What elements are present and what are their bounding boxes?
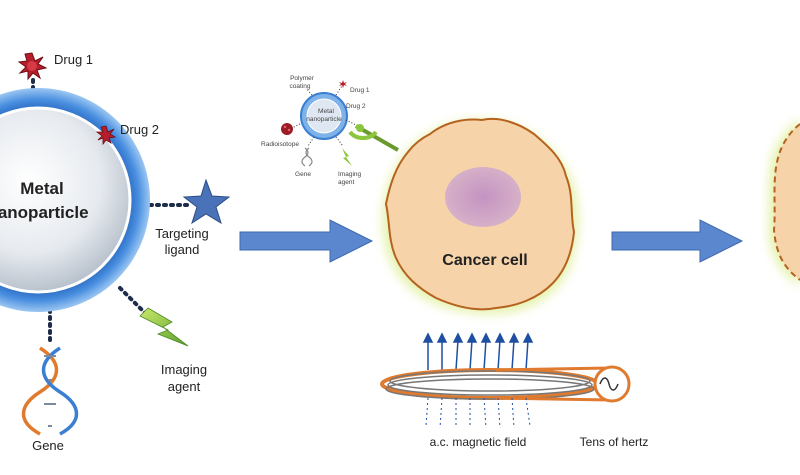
mini-core-label-line1: Metal xyxy=(318,108,334,115)
mini-radioisotope-label: Radioisotope xyxy=(261,141,299,148)
nanoparticle-label-line2: nanoparticle xyxy=(0,203,89,222)
cell-receptor-binding xyxy=(348,124,399,152)
mini-imaging-label-line2: agent xyxy=(338,179,354,186)
targeting-ligand-label-line2: ligand xyxy=(165,242,200,257)
mini-core-label-line2: nanoparticle xyxy=(306,116,342,123)
imaging-agent-label-line2: agent xyxy=(168,379,201,394)
mini-gene-icon xyxy=(301,147,313,167)
mini-polymer-label-line1: Polymer xyxy=(290,75,315,82)
targeting-ligand-icon xyxy=(182,178,231,225)
drug1-icon xyxy=(17,52,48,81)
nanoparticle-core xyxy=(0,106,132,294)
mini-nanoparticle-core xyxy=(306,98,342,134)
drug2-icon xyxy=(95,125,117,146)
drug2-label: Drug 2 xyxy=(120,122,159,137)
mini-imaging-label-line1: Imaging xyxy=(338,171,362,178)
mini-drug1-label: Drug 1 xyxy=(350,87,370,94)
nanoparticle-label-line1: Metal xyxy=(20,179,63,198)
cancer-cell-group: Cancer cell xyxy=(382,118,579,315)
drug1-label: Drug 1 xyxy=(54,52,93,67)
cancer-cell-nucleus xyxy=(445,167,521,227)
mini-drug2-label: Drug 2 xyxy=(346,103,366,110)
mini-drug1-icon xyxy=(339,80,347,88)
damaged-cell-partial xyxy=(768,118,800,286)
mini-imaging-icon xyxy=(342,148,352,166)
imaging-agent-lightning-icon xyxy=(139,307,189,347)
process-arrow-1 xyxy=(239,219,374,263)
nanoparticle-group: Metal nanoparticle Drug 1 Drug 2 Targeti… xyxy=(0,52,231,453)
field-lines-down xyxy=(425,397,531,429)
targeting-ligand-label-line1: Targeting xyxy=(155,226,208,241)
cancer-cell-label: Cancer cell xyxy=(442,252,527,269)
process-arrow-2 xyxy=(611,219,744,263)
damaged-cell-body xyxy=(772,123,800,281)
field-label: a.c. magnetic field xyxy=(430,435,527,449)
frequency-label: Tens of hertz xyxy=(580,435,649,449)
gene-dna-icon xyxy=(21,346,79,436)
ac-source-icon xyxy=(593,365,631,403)
gene-label: Gene xyxy=(32,438,64,453)
field-arrows-up xyxy=(422,332,534,371)
mini-polymer-label-line2: coating xyxy=(290,83,311,90)
mini-radioisotope-icon xyxy=(281,123,293,135)
imaging-agent-label-line1: Imaging xyxy=(161,362,207,377)
mini-gene-label: Gene xyxy=(295,171,311,178)
magnetic-coil-group: a.c. magnetic field Tens of hertz xyxy=(380,332,649,449)
mini-nanoparticle-group: Metal nanoparticle Polymer coating Drug … xyxy=(261,75,370,186)
